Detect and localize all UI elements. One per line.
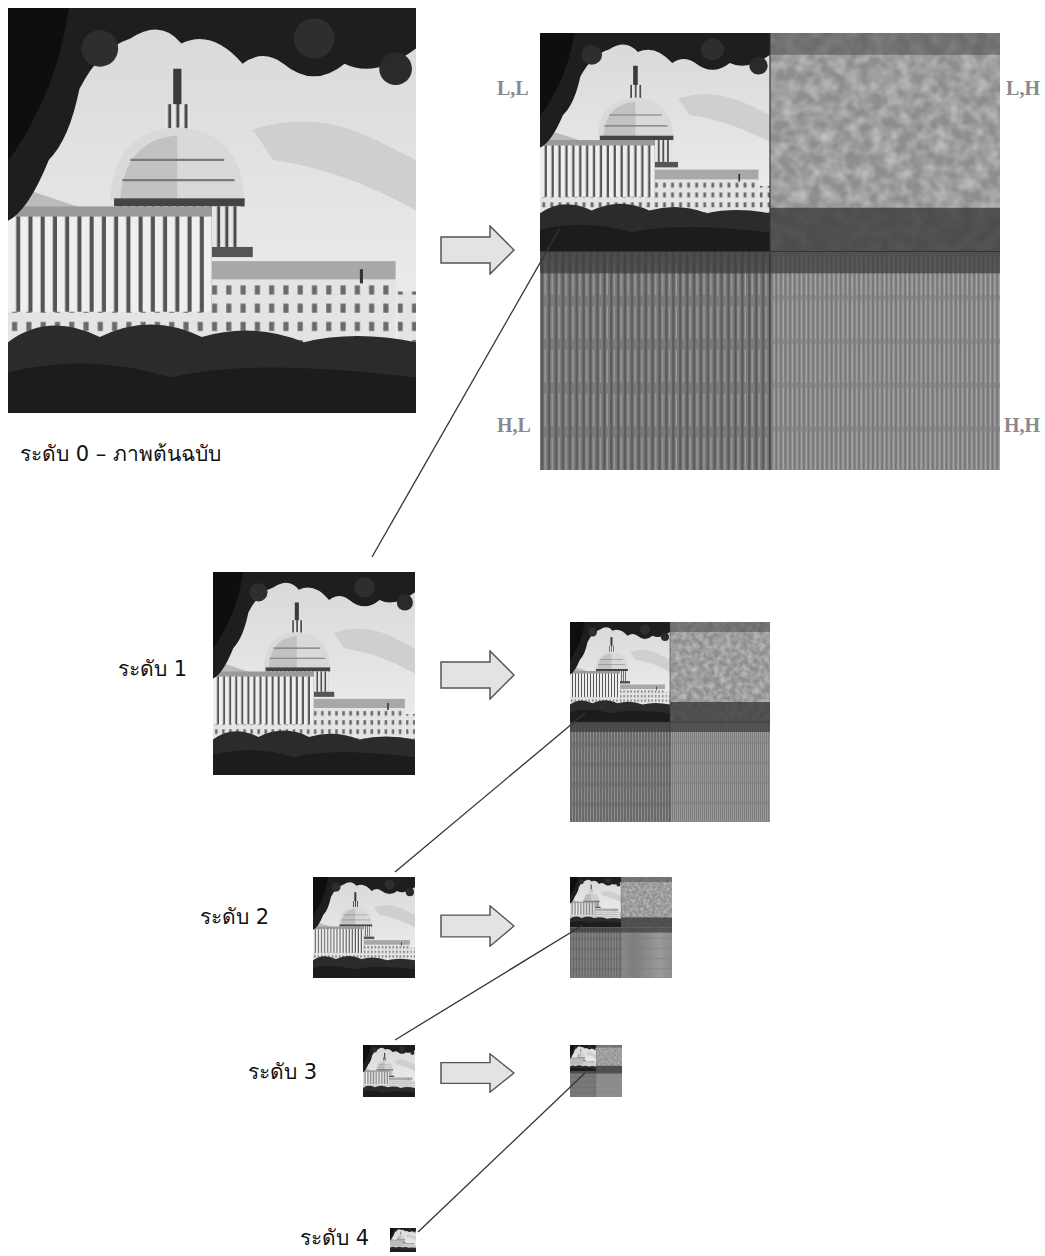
leader-line xyxy=(395,925,583,1040)
decomposed-image xyxy=(570,1045,622,1097)
level-label: ระดับ 3 xyxy=(248,1060,317,1085)
level-image xyxy=(213,572,415,775)
level-image xyxy=(390,1228,416,1252)
leader-line xyxy=(372,228,560,557)
block-arrow xyxy=(441,651,514,699)
leader-line xyxy=(418,1073,585,1232)
level-label: ระดับ 0 – ภาพต้นฉบับ xyxy=(20,442,221,467)
decomposed-image xyxy=(570,622,770,822)
level-label: ระดับ 2 xyxy=(200,905,269,930)
decomposed-image xyxy=(540,33,1000,470)
subband-label: L,H xyxy=(1006,76,1040,100)
level-label: ระดับ 1 xyxy=(118,657,187,682)
block-arrow xyxy=(441,226,514,274)
original-image xyxy=(8,8,416,413)
block-arrow xyxy=(441,1054,514,1092)
level-image xyxy=(313,877,415,978)
subband-label: H,L xyxy=(497,413,531,437)
decomposed-image xyxy=(570,877,672,978)
level-image xyxy=(363,1045,415,1097)
leader-line xyxy=(395,713,585,872)
block-arrow xyxy=(441,906,514,946)
level-label: ระดับ 4 xyxy=(300,1226,369,1251)
subband-label: H,H xyxy=(1004,413,1040,437)
subband-label: L,L xyxy=(497,76,529,100)
